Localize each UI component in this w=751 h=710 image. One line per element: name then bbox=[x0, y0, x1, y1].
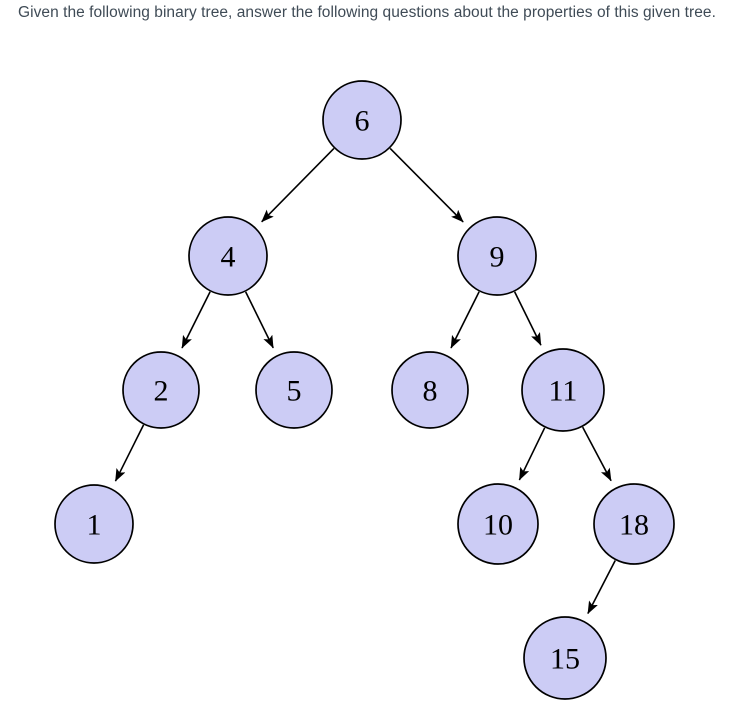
tree-node-9[interactable]: 9 bbox=[457, 216, 537, 296]
node-label-8: 8 bbox=[423, 375, 438, 408]
tree-edge-4-to-2 bbox=[181, 291, 211, 349]
tree-edge-9-to-8 bbox=[450, 291, 480, 349]
tree-node-1[interactable]: 1 bbox=[54, 484, 134, 564]
node-label-1: 1 bbox=[87, 509, 102, 542]
node-label-15: 15 bbox=[550, 643, 580, 676]
tree-node-5[interactable]: 5 bbox=[255, 351, 333, 429]
node-circle-6 bbox=[322, 80, 402, 160]
node-label-4: 4 bbox=[221, 241, 236, 274]
node-circle-11 bbox=[521, 348, 605, 432]
node-label-2: 2 bbox=[154, 375, 169, 408]
tree-edge-11-to-10 bbox=[518, 427, 546, 481]
tree-edge-6-to-9 bbox=[389, 147, 464, 223]
tree-node-15[interactable]: 15 bbox=[523, 616, 607, 700]
tree-edge-9-to-11 bbox=[513, 291, 542, 346]
node-circle-4 bbox=[188, 216, 268, 296]
node-circle-18 bbox=[593, 483, 675, 565]
node-label-11: 11 bbox=[549, 375, 578, 408]
question-prompt: Given the following binary tree, answer … bbox=[18, 4, 716, 21]
node-label-10: 10 bbox=[483, 509, 513, 542]
node-circle-1 bbox=[54, 484, 134, 564]
node-label-9: 9 bbox=[490, 241, 505, 274]
tree-node-6[interactable]: 6 bbox=[322, 80, 402, 160]
tree-edge-6-to-4 bbox=[261, 147, 335, 223]
tree-edge-2-to-1 bbox=[114, 424, 145, 482]
node-label-6: 6 bbox=[355, 105, 370, 138]
node-circle-15 bbox=[523, 616, 607, 700]
tree-node-10[interactable]: 10 bbox=[457, 483, 539, 565]
node-circle-5 bbox=[255, 351, 333, 429]
tree-node-18[interactable]: 18 bbox=[593, 483, 675, 565]
node-label-5: 5 bbox=[287, 375, 302, 408]
node-circle-2 bbox=[122, 351, 200, 429]
tree-node-11[interactable]: 11 bbox=[521, 348, 605, 432]
node-label-18: 18 bbox=[619, 509, 649, 542]
tree-edge-4-to-5 bbox=[244, 291, 274, 349]
tree-node-8[interactable]: 8 bbox=[391, 351, 469, 429]
tree-node-4[interactable]: 4 bbox=[188, 216, 268, 296]
tree-edge-18-to-15 bbox=[587, 560, 616, 615]
tree-node-2[interactable]: 2 bbox=[122, 351, 200, 429]
node-circle-9 bbox=[457, 216, 537, 296]
tree-edge-11-to-18 bbox=[581, 426, 612, 482]
edge-layer bbox=[114, 147, 616, 615]
node-circle-10 bbox=[457, 483, 539, 565]
node-circle-8 bbox=[391, 351, 469, 429]
